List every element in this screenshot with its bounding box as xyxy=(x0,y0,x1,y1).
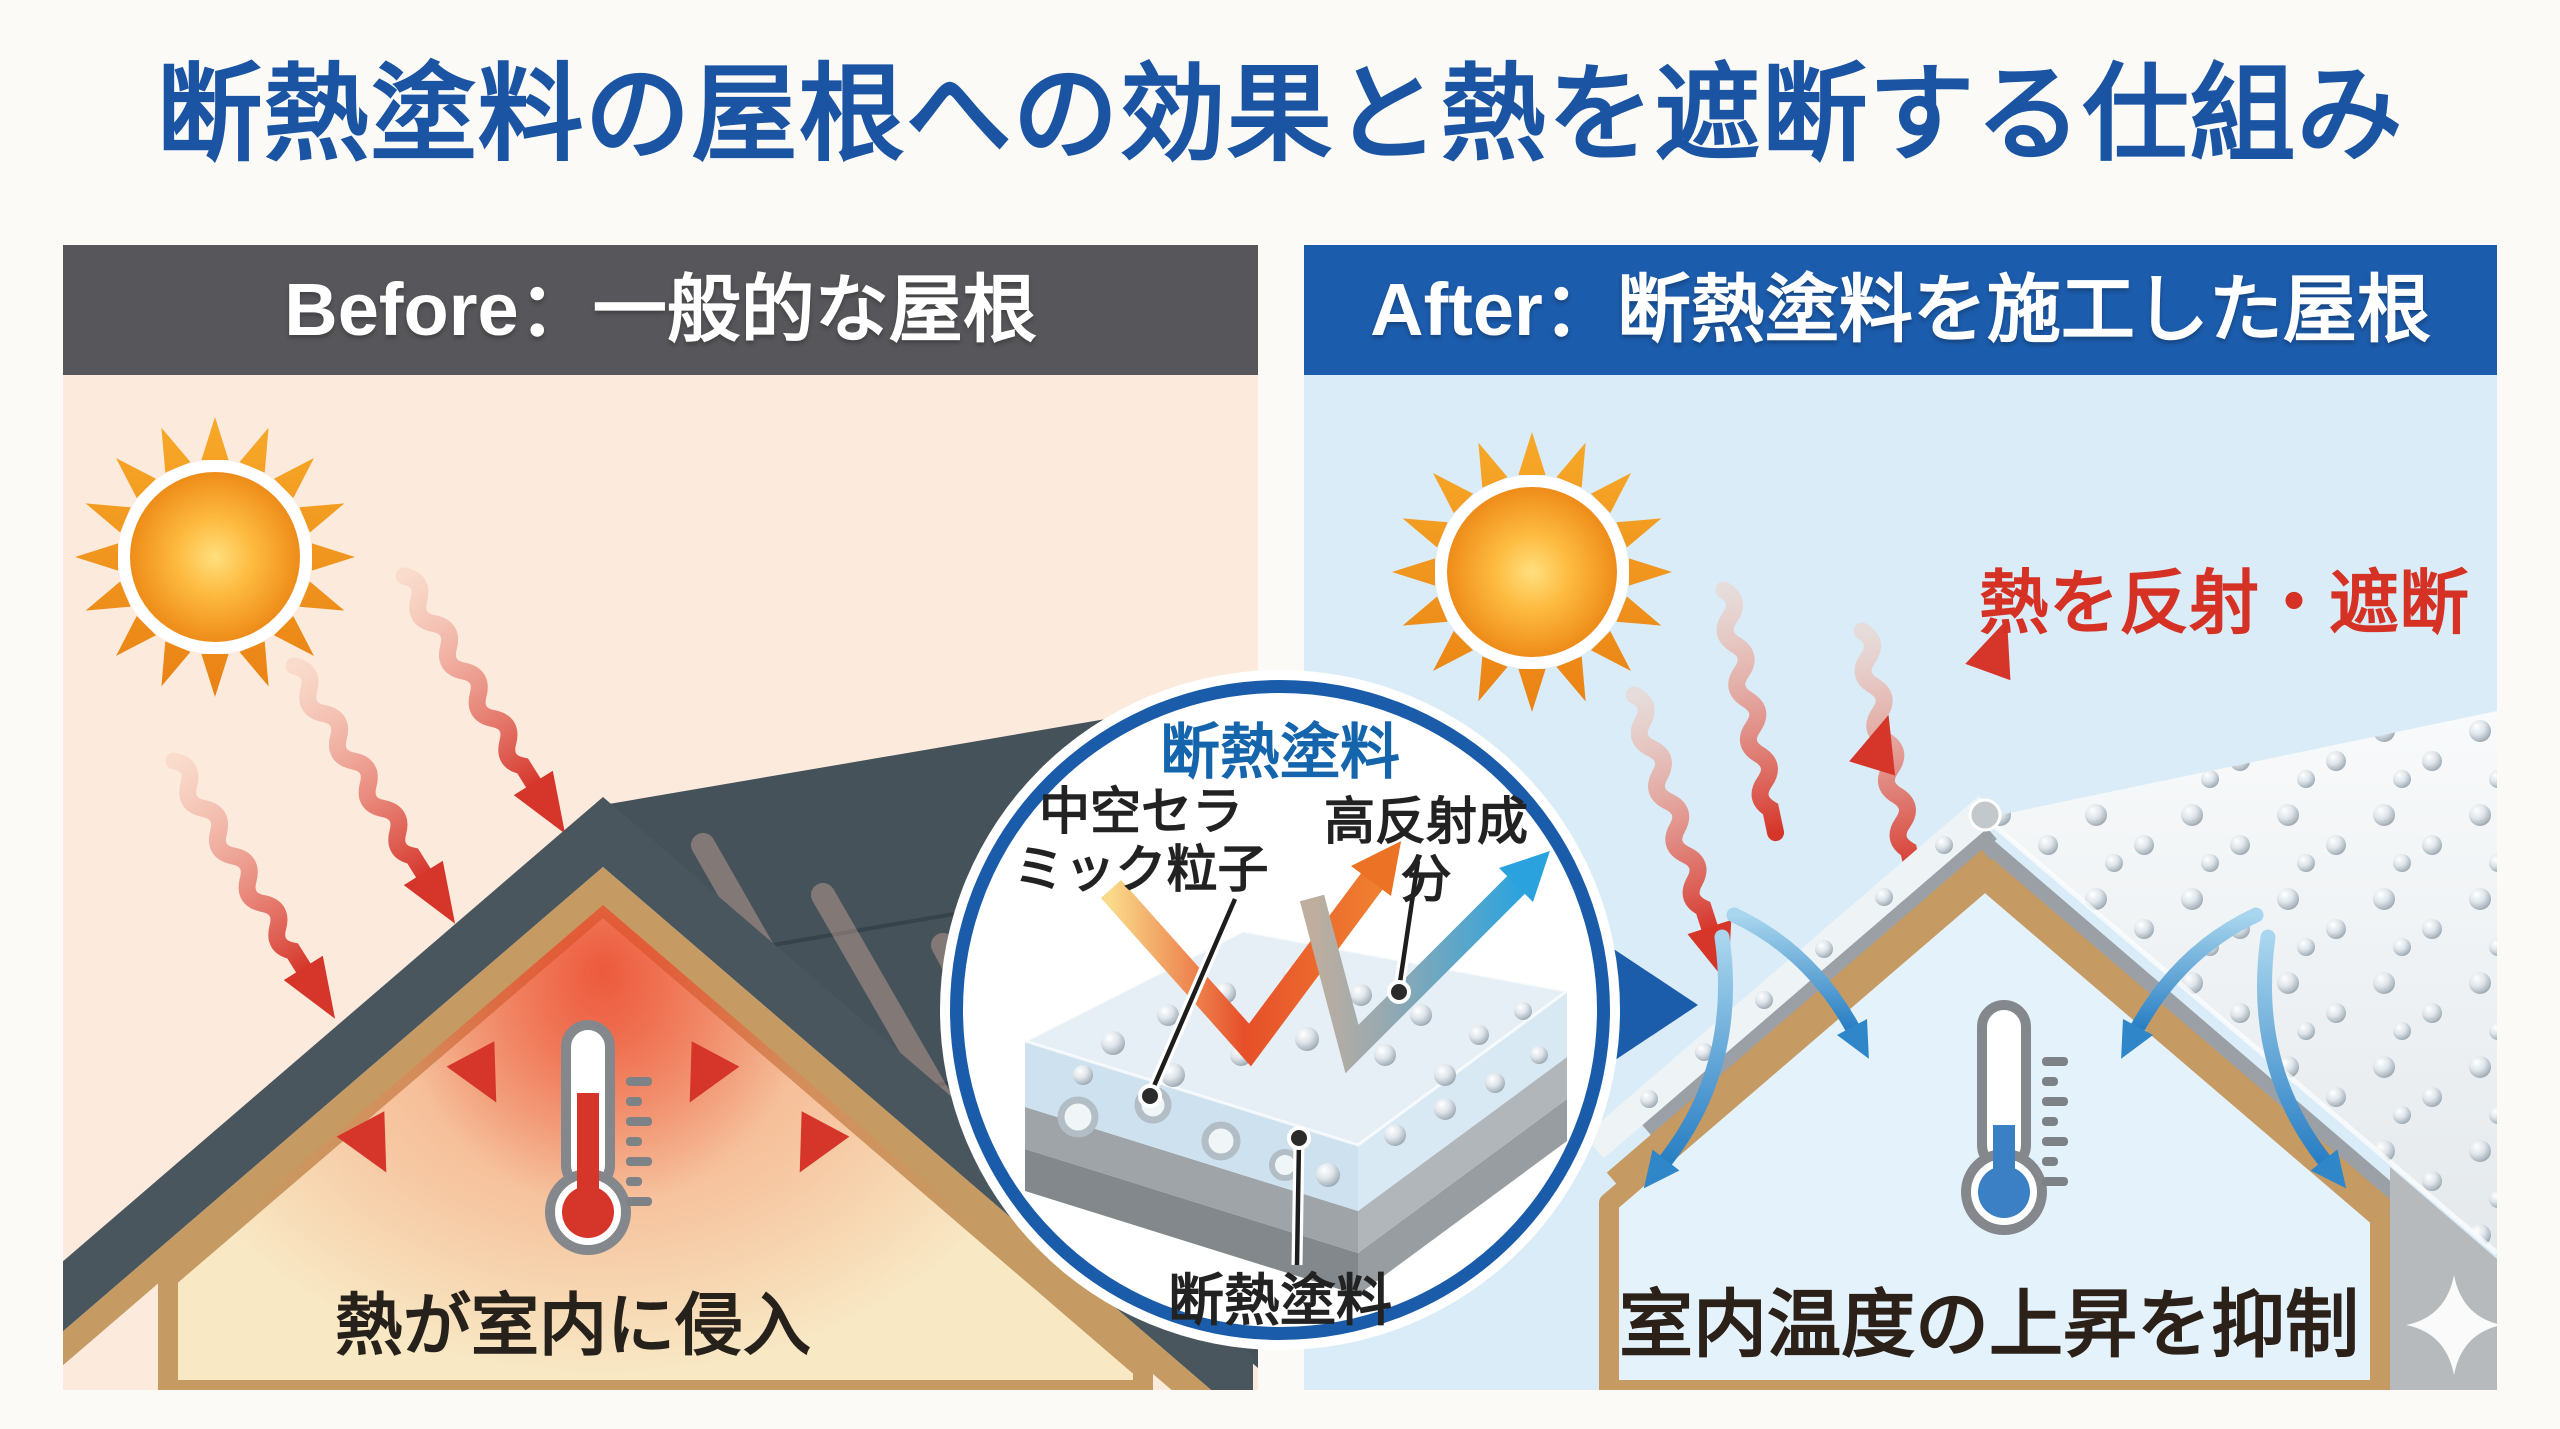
before-header-label: Before：一般的な屋根 xyxy=(284,268,1037,351)
roof-gable-band xyxy=(63,797,1253,1390)
detail-title: 断熱塗料 xyxy=(1160,719,1400,786)
ceramic-label-line1: 中空セラ xyxy=(1038,783,1243,840)
coated-roof xyxy=(1584,711,2497,1302)
coating-cross-section xyxy=(1021,841,1571,1295)
sun-icon xyxy=(1392,432,1672,712)
page-title: 断熱塗料の屋根への効果と熱を遮断する仕組み xyxy=(156,56,2404,174)
cool-air-arrowheads xyxy=(1643,1019,2347,1189)
heat-wave-arrow-icon xyxy=(154,749,354,1031)
thermometer-hot-icon xyxy=(545,1020,652,1255)
after-header-label: After：断熱塗料を施工した屋根 xyxy=(1370,268,2431,351)
reflective-component-label: 高反射成分 xyxy=(1323,793,1528,909)
before-caption: 熱が室内に侵入 xyxy=(334,1288,812,1364)
before-header: Before：一般的な屋根 xyxy=(63,245,1258,375)
reflected-light-arrow-icon xyxy=(1299,868,1533,1074)
after-header: After：断熱塗料を施工した屋根 xyxy=(1304,245,2497,375)
sparkle-icon xyxy=(2406,1275,2497,1375)
after-illustration xyxy=(1392,432,2497,1390)
cool-air-arrows xyxy=(1658,907,2332,1168)
thermometer-cold-icon xyxy=(1961,1000,2068,1235)
pointer-lines xyxy=(1138,860,1424,1266)
heat-wave-arrow-icon xyxy=(1717,588,1783,834)
sun-icon xyxy=(75,417,355,697)
roof-beads xyxy=(1640,836,1953,1108)
after-illustration-area: 熱を反射・遮断 室内温度の上昇を抑制 xyxy=(1304,375,2497,1390)
reflected-heat-arrow-icon xyxy=(1100,864,1389,1067)
ceramic-particle-label: 中空セラ ミック粒子 xyxy=(1011,783,1271,899)
insulation-paint-detail: 断熱塗料 中空セラ ミック粒子 高反射成分 断熱塗料 xyxy=(950,680,1610,1340)
reflect-label: 熱を反射・遮断 xyxy=(1979,564,2469,642)
ceramic-label-line2: ミック粒子 xyxy=(1013,841,1269,899)
heat-wave-arrow-icon xyxy=(384,564,584,846)
after-caption: 室内温度の上昇を抑制 xyxy=(1619,1283,2359,1366)
paint-layer-label: 断熱塗料 xyxy=(1168,1269,1392,1332)
